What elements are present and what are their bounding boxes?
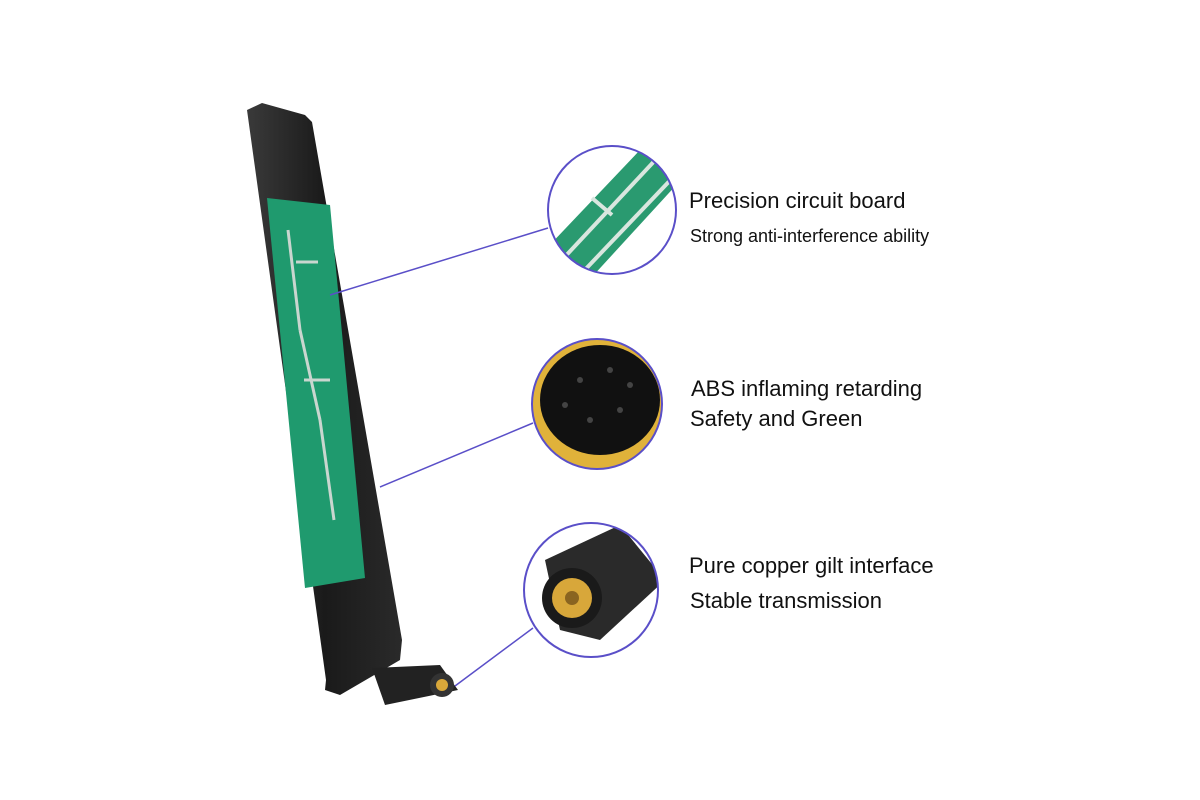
connector: [372, 665, 458, 705]
pcb-panel: [267, 198, 365, 588]
abs-pellets-closeup: [531, 338, 663, 470]
feature-3-title: Pure copper gilt interface: [689, 553, 934, 578]
feature-2-title: ABS inflaming retarding: [691, 376, 923, 401]
feature-1-subtitle: Strong anti-interference ability: [690, 226, 930, 246]
circuit-board-closeup: [547, 145, 677, 275]
pcb-traces: [286, 229, 336, 521]
feature-2-subtitle: Safety and Green: [690, 406, 863, 431]
feature-1-title: Precision circuit board: [689, 188, 906, 213]
antenna: [247, 103, 458, 705]
feature-3-subtitle: Stable transmission: [690, 588, 882, 613]
callout-lines: [329, 227, 549, 687]
sma-connector-closeup: [523, 522, 659, 658]
